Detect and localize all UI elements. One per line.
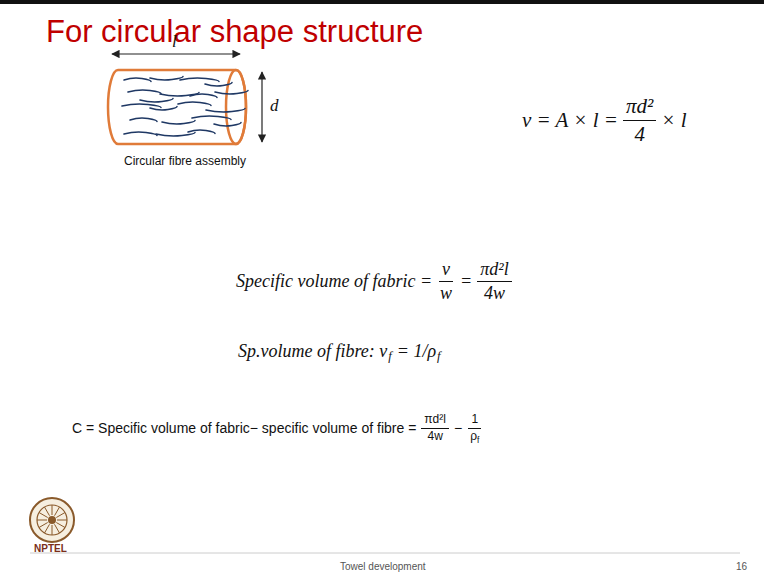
formula-text: 1	[471, 413, 478, 427]
footer-text: Towel development	[340, 561, 426, 572]
denominator: 4w	[424, 429, 445, 444]
formula-text: πd²l	[424, 413, 446, 427]
diameter-arrow	[261, 72, 262, 142]
numerator: πd²	[623, 94, 656, 120]
formula-text: Sp.volume of fibre: v	[238, 341, 387, 362]
dimension-label: l	[172, 32, 177, 52]
subscript: f	[477, 436, 479, 446]
formula-text: v	[442, 259, 450, 280]
length-arrow	[112, 53, 240, 54]
denominator: 4w	[481, 282, 508, 304]
formula-row: Specific volume of fabric =vw=πd²l4w	[236, 259, 512, 303]
numerator: v	[439, 259, 453, 282]
fibre-cylinder	[108, 70, 248, 144]
fraction: πd²l 4w	[421, 413, 449, 444]
formula-text: πd²l	[480, 259, 508, 280]
formula-text: C = Specific volume of fabric− specific …	[72, 420, 416, 436]
formula-text: πd²	[626, 94, 653, 118]
page-number: 16	[736, 561, 747, 572]
subscript: f	[437, 349, 441, 364]
formula-row: v = A × l = πd² 4 × l	[522, 94, 687, 145]
formula-text: v = A × l =	[522, 108, 618, 133]
numerator: 1	[468, 413, 481, 429]
dimension-label: d	[270, 96, 279, 116]
slide-title: For circular shape structure	[46, 14, 423, 50]
formula-text: 4w	[427, 430, 442, 444]
formula-text: 4	[634, 122, 645, 146]
formula-text: −	[454, 420, 462, 436]
top-bar	[0, 0, 764, 4]
formula-text: ρ	[470, 430, 477, 444]
formula-text: × l	[661, 108, 686, 133]
denominator: 4	[631, 121, 648, 146]
formula-row: C = Specific volume of fabric− specific …	[72, 413, 482, 444]
figure-caption: Circular fibre assembly	[100, 154, 270, 168]
denominator: ρf	[467, 429, 482, 444]
formula-text: w	[440, 283, 452, 304]
formula-text: = 1/ρ	[397, 341, 436, 362]
numerator: πd²l	[421, 413, 449, 429]
fraction: 1 ρf	[467, 413, 482, 444]
formula-text: Specific volume of fabric =	[236, 271, 432, 292]
fraction: πd² 4	[623, 94, 656, 145]
subscript: f	[388, 349, 392, 364]
fraction: vw	[437, 259, 455, 303]
denominator: w	[437, 282, 455, 304]
formula-text: 4w	[484, 283, 505, 304]
footer-rule	[30, 553, 740, 554]
numerator: πd²l	[477, 259, 511, 282]
logo-text: NPTEL	[34, 543, 67, 554]
nptel-logo	[30, 498, 74, 542]
formula-row: Sp.volume of fibre: vf= 1/ρf	[238, 341, 441, 362]
formula-text: =	[460, 271, 472, 292]
illustration-box: Circular fibre assembly	[100, 64, 270, 168]
fraction: πd²l 4w	[477, 259, 511, 303]
